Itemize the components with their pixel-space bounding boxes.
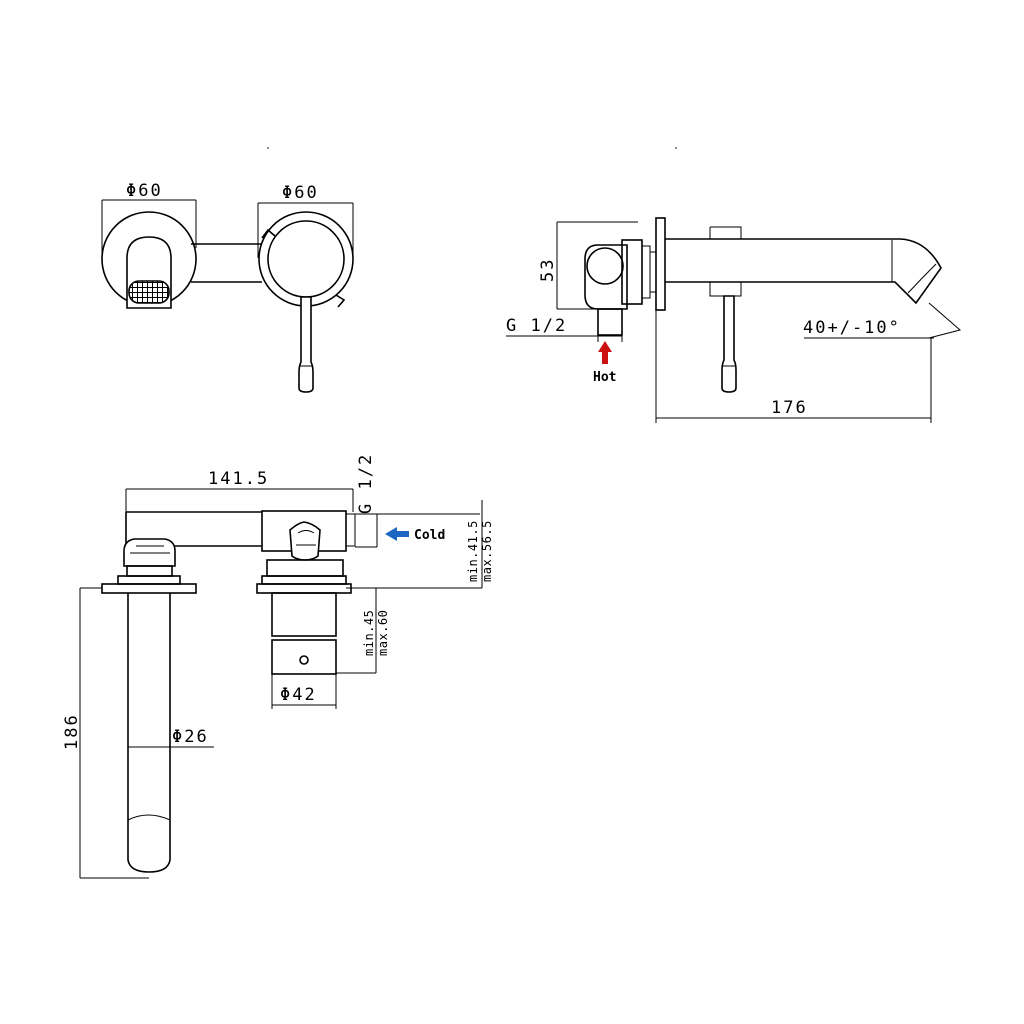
side-length-label: 176: [771, 398, 808, 418]
spout-diameter-label: Φ26: [172, 727, 209, 747]
wall-plate-top-left: [101, 583, 197, 594]
spout-hex: [126, 565, 173, 577]
spout-side: [665, 238, 942, 305]
hot-arrow: [598, 341, 612, 364]
spout-height-label: 186: [62, 713, 82, 750]
mixer-lever-side: [721, 295, 737, 393]
side-thread-label: G 1/2: [506, 316, 567, 336]
hot-label: Hot: [593, 370, 616, 385]
rosette-lug-right: [335, 294, 346, 308]
aerator: [128, 280, 170, 304]
body-depth-min-label: min.45: [362, 610, 376, 656]
side-height-label: 53: [538, 258, 558, 282]
cartridge-body: [271, 592, 337, 637]
wall-plate-top-right: [256, 583, 352, 594]
top-thread-label: G 1/2: [356, 453, 376, 514]
body-depth-max-label: max.60: [376, 610, 390, 656]
spout-angle-label: 40+/-10°: [803, 318, 901, 338]
registration-dot: [675, 147, 677, 149]
spout-vertical: [127, 593, 171, 873]
cold-arrow: [385, 527, 409, 541]
collar: [621, 239, 643, 305]
body-diameter-label: Φ42: [280, 685, 317, 705]
front-left-diameter-label: Φ60: [126, 181, 163, 201]
mixer-handle-cap: [267, 220, 345, 298]
wall-depth-min-label: min.41.5: [466, 520, 480, 582]
mixer-knob-side: [586, 247, 624, 285]
cartridge-collar: [266, 559, 344, 577]
mixer-lever: [298, 296, 314, 393]
front-view: Φ60 Φ60: [101, 181, 354, 393]
top-view: 141.5 G 1/2 Cold min.41.5 max.56.5 min.4…: [62, 453, 494, 879]
mixer-rosette: [258, 211, 354, 307]
registration-dot: [267, 147, 269, 149]
wall-plate-side: [655, 217, 666, 311]
spout-pipe-top: [125, 511, 262, 548]
lever-head-top: [289, 521, 321, 561]
side-view: 53 G 1/2 Hot 40+/-10° 176: [506, 217, 962, 423]
wall-depth-max-label: max.56.5: [480, 520, 494, 582]
body-bar: [191, 243, 262, 283]
inlet-nipple: [597, 308, 623, 336]
front-right-diameter-label: Φ60: [282, 183, 319, 203]
cartridge-base: [271, 639, 337, 675]
rosette-lug-left: [261, 228, 276, 239]
top-length-label: 141.5: [208, 469, 269, 489]
cold-label: Cold: [414, 528, 445, 543]
cartridge-pin: [299, 655, 309, 665]
